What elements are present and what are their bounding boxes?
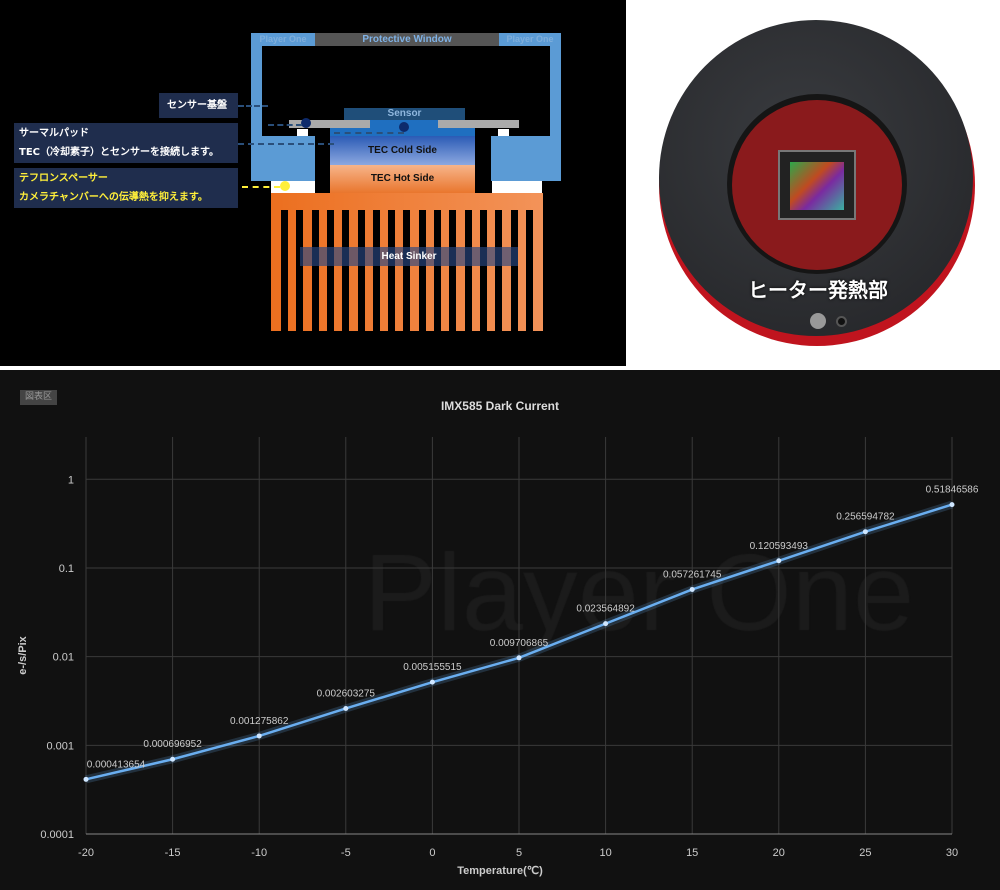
x-axis-label: Temperature(℃) — [457, 865, 543, 877]
x-tick-label: 5 — [516, 847, 522, 859]
leader-line — [238, 143, 334, 145]
watermark-image — [0, 370, 1000, 890]
data-label: 0.000696952 — [143, 739, 202, 750]
heatsink-slot — [403, 210, 411, 331]
data-point — [862, 529, 868, 535]
x-tick-label: 20 — [773, 847, 785, 859]
heat-sinker-label: Heat Sinker — [300, 247, 518, 266]
heatsink-slot — [326, 210, 334, 331]
callout-title: テフロンスペーサー — [19, 173, 108, 184]
data-label: 0.009706865 — [490, 638, 549, 649]
callout-sensor-board: センサー基盤 — [159, 93, 238, 118]
y-tick-label: 1 — [68, 474, 74, 486]
data-label: 0.000413654 — [87, 759, 146, 770]
callout-teflon-spacer: テフロンスペーサー カメラチャンバーへの伝導熱を抑えます。 — [14, 168, 238, 208]
screw-icon — [810, 313, 826, 329]
heatsink-slot — [311, 210, 319, 331]
x-tick-label: -15 — [165, 847, 181, 859]
x-tick-label: 0 — [429, 847, 435, 859]
data-point — [516, 655, 522, 661]
data-point — [776, 558, 782, 564]
heatsink-slot — [525, 210, 533, 331]
data-point — [949, 502, 955, 508]
sensor-board-right — [438, 120, 519, 128]
callout-dot — [399, 122, 409, 132]
data-point — [170, 756, 176, 762]
x-tick-label: 30 — [946, 847, 958, 859]
heatsink-slot — [281, 210, 288, 331]
y-tick-label: 0.01 — [53, 652, 74, 664]
heatsink-slot — [434, 210, 441, 331]
heatsink-slot — [357, 210, 365, 331]
dark-current-chart: 図表区 IMX585 Dark Current -20 -15 -10 -5 0 5 10 15… — [0, 370, 1000, 890]
heatsink-slot — [495, 210, 503, 331]
y-tick-label: 0.001 — [46, 740, 74, 752]
callout-dot — [301, 118, 311, 128]
x-tick-label: 25 — [859, 847, 871, 859]
data-label: 0.120593493 — [750, 541, 809, 552]
data-point — [256, 733, 262, 739]
leader-line — [242, 186, 280, 188]
data-label: 0.256594782 — [836, 512, 895, 523]
data-label: 0.005155515 — [403, 662, 462, 673]
heatsink-slot — [342, 210, 350, 331]
protective-window: Protective Window — [315, 33, 499, 46]
data-point — [83, 776, 89, 782]
heatsink-slot — [418, 210, 426, 331]
callout-dot — [280, 181, 290, 191]
leader-line — [334, 132, 404, 134]
data-label: 0.057261745 — [663, 569, 722, 580]
x-tick-label: 15 — [686, 847, 698, 859]
leader-line — [238, 105, 268, 107]
chart-badge: 図表区 — [20, 390, 57, 405]
callout-desc: カメラチャンバーへの伝導熱を抑えます。 — [19, 192, 208, 203]
leader-line — [268, 124, 302, 126]
callout-desc: TEC（冷却素子）とセンサーを接続します。 — [19, 147, 219, 158]
y-tick-label: 0.0001 — [40, 829, 74, 841]
sensor-board-left — [289, 120, 370, 128]
chart-title: IMX585 Dark Current — [441, 399, 559, 413]
x-tick-label: 10 — [599, 847, 611, 859]
heater-caption: ヒーター発熱部 — [748, 280, 888, 302]
data-point — [429, 679, 435, 685]
callout-title: サーマルパッド — [19, 128, 89, 139]
heatsink-slot — [479, 210, 487, 331]
chart-svg: IMX585 Dark Current -20 -15 -10 -5 0 5 10 15 20 25… — [17, 399, 979, 877]
x-tick-label: -10 — [251, 847, 267, 859]
data-label: 0.002603275 — [317, 688, 376, 699]
x-tick-label: -20 — [78, 847, 94, 859]
data-point — [343, 705, 349, 711]
heatsink-slot — [372, 210, 380, 331]
camera-photo: ヒーター発熱部 — [628, 0, 1000, 366]
heatsink-slot — [296, 210, 304, 331]
x-tick-label: -5 — [341, 847, 351, 859]
heatsink-slot — [510, 210, 518, 331]
callout-thermal-pad: サーマルパッド TEC（冷却素子）とセンサーを接続します。 — [14, 123, 238, 163]
y-tick-label: 0.1 — [59, 563, 74, 575]
brand-right: Player One — [506, 34, 554, 44]
tec-cold-side: TEC Cold Side — [330, 136, 475, 165]
heatsink-slot — [464, 210, 472, 331]
data-label: 0.001275862 — [230, 716, 289, 727]
board-post — [498, 129, 509, 136]
data-point — [689, 586, 695, 592]
data-label: 0.51846586 — [926, 485, 979, 496]
heatsink-slot — [449, 210, 457, 331]
teflon-spacer-right — [492, 181, 542, 193]
cooling-diagram: Protective Window Player One Player One … — [0, 0, 626, 366]
sensor: Sensor — [344, 108, 465, 120]
image-sensor — [790, 162, 844, 210]
y-axis-label: e-/s/Pix — [17, 635, 29, 674]
tec-hot-side: TEC Hot Side — [330, 165, 475, 193]
data-label: 0.023564892 — [576, 604, 635, 615]
brand-left: Player One — [259, 34, 307, 44]
port-icon — [836, 316, 847, 327]
data-point — [603, 621, 609, 627]
board-post — [297, 129, 308, 136]
heatsink-slot — [388, 210, 396, 331]
